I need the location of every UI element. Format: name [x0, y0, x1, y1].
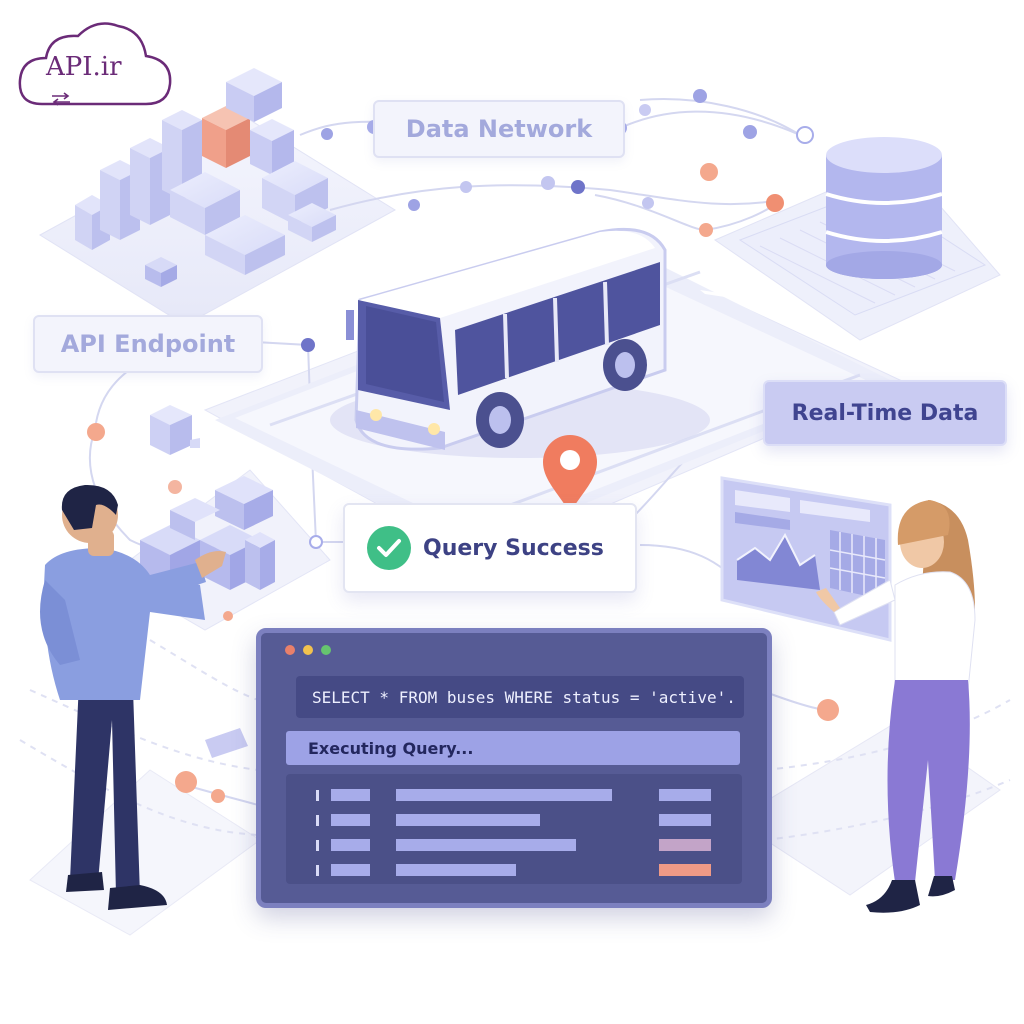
- status-tag: [659, 864, 711, 876]
- logo: API.ir: [20, 18, 176, 108]
- dashboard-panel: [720, 476, 892, 642]
- results-table: [286, 774, 742, 884]
- table-row: [286, 863, 742, 877]
- cube: [226, 68, 282, 122]
- cell-bar: [396, 864, 516, 876]
- table-row: [286, 838, 742, 852]
- status-tag: [659, 789, 711, 801]
- cube: [170, 172, 240, 235]
- close-dot[interactable]: [285, 645, 295, 655]
- api-endpoint-label: API Endpoint: [33, 315, 263, 373]
- cell-bar: [396, 814, 540, 826]
- row-marker: [316, 865, 319, 876]
- data-cubes-cluster: [75, 68, 336, 287]
- check-icon: [367, 526, 411, 570]
- real-time-data-label: Real-Time Data: [763, 380, 1007, 446]
- cell-bar: [331, 814, 370, 826]
- database-icon: [738, 137, 987, 316]
- status-tag: [659, 839, 711, 851]
- query-success-card: Query Success: [343, 503, 637, 593]
- minimize-dot[interactable]: [303, 645, 313, 655]
- query-terminal: SELECT * FROM buses WHERE status = 'acti…: [256, 628, 772, 908]
- logo-cloud: [18, 22, 172, 106]
- cell-bar: [396, 789, 612, 801]
- row-marker: [316, 840, 319, 851]
- cell-bar: [396, 839, 576, 851]
- cube-small: [145, 257, 177, 287]
- data-network-label: Data Network: [373, 100, 625, 158]
- row-marker: [316, 790, 319, 801]
- sql-query: SELECT * FROM buses WHERE status = 'acti…: [296, 676, 744, 718]
- cell-bar: [331, 839, 370, 851]
- cell-bar: [331, 864, 370, 876]
- table-row: [286, 813, 742, 827]
- cube-accent: [202, 106, 250, 168]
- cube: [288, 203, 336, 242]
- cube: [205, 215, 285, 275]
- executing-status: Executing Query...: [286, 731, 740, 765]
- cube: [250, 119, 294, 175]
- swap-arrows-icon: [52, 92, 70, 106]
- status-tag: [659, 814, 711, 826]
- row-marker: [316, 815, 319, 826]
- window-controls: [285, 645, 331, 655]
- bus-icon: [330, 227, 710, 458]
- maximize-dot[interactable]: [321, 645, 331, 655]
- table-row: [286, 788, 742, 802]
- cell-bar: [331, 789, 370, 801]
- logo-text: API.ir: [46, 52, 122, 82]
- person-man: [40, 484, 226, 910]
- query-success-text: Query Success: [423, 535, 604, 561]
- person-woman: [816, 500, 976, 913]
